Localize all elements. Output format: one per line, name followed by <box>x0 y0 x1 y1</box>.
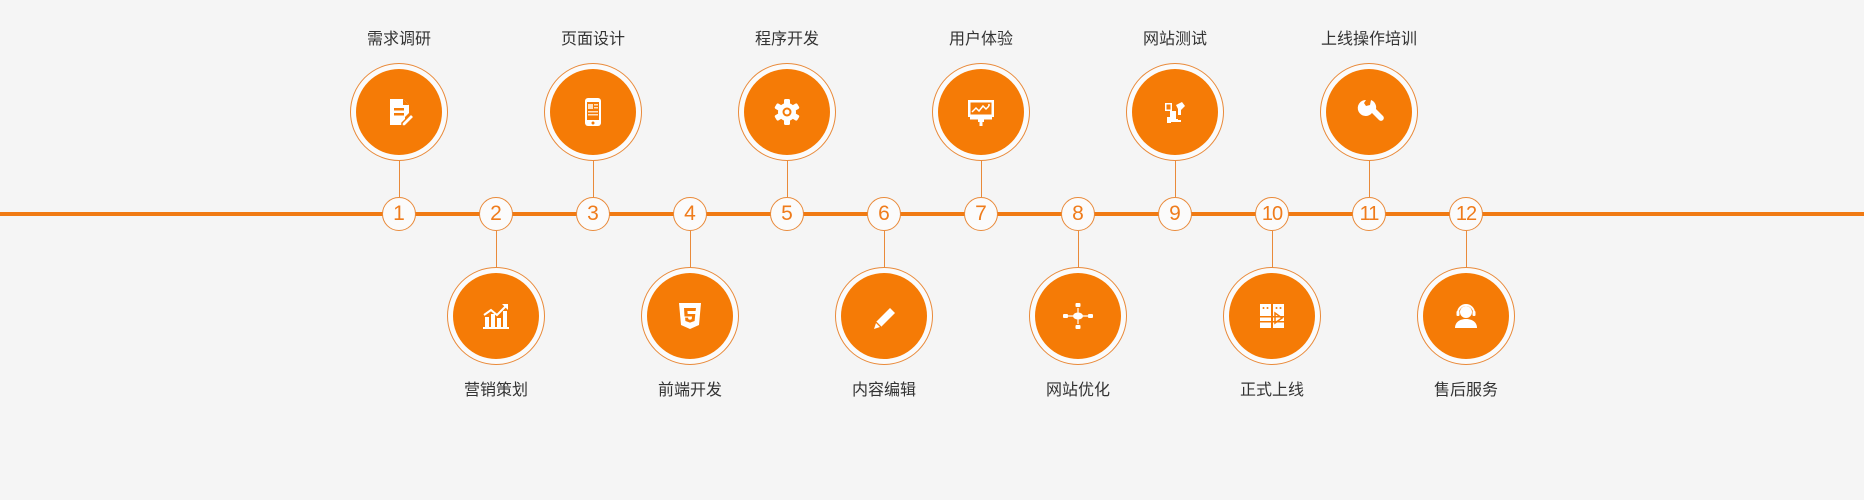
step-label: 内容编辑 <box>851 380 916 399</box>
step-label: 网站测试 <box>1142 29 1207 48</box>
headset-support-icon <box>1455 304 1477 328</box>
step-number: 1 <box>382 197 416 231</box>
step-badge <box>350 63 448 161</box>
connector <box>1077 231 1079 268</box>
step-number: 7 <box>964 197 998 231</box>
document-edit-icon <box>390 99 416 127</box>
step-label: 网站优化 <box>1045 380 1110 399</box>
step-badge <box>835 267 933 365</box>
step-badge <box>1029 267 1127 365</box>
mobile-phone-icon <box>585 98 601 126</box>
connector <box>689 231 691 268</box>
connector <box>1368 160 1370 197</box>
step-label: 需求调研 <box>366 29 431 48</box>
server-launch-icon <box>1260 304 1284 328</box>
step-number: 6 <box>867 197 901 231</box>
connector <box>1271 231 1273 268</box>
step-label: 正式上线 <box>1239 380 1304 399</box>
presentation-board-icon <box>968 100 994 126</box>
step-number: 9 <box>1158 197 1192 231</box>
step-number: 8 <box>1061 197 1095 231</box>
step-label: 售后服务 <box>1433 380 1498 399</box>
step-badge <box>932 63 1030 161</box>
network-nodes-icon <box>1063 303 1093 329</box>
connector <box>495 231 497 268</box>
step-badge <box>641 267 739 365</box>
step-label: 上线操作培训 <box>1320 29 1417 48</box>
testing-tools-icon <box>1165 102 1185 123</box>
connector <box>1465 231 1467 268</box>
step-badge <box>544 63 642 161</box>
step-badge <box>1223 267 1321 365</box>
step-badge <box>1320 63 1418 161</box>
step-badge <box>1126 63 1224 161</box>
step-number: 3 <box>576 197 610 231</box>
step-badge <box>738 63 836 161</box>
growth-chart-icon <box>483 304 509 329</box>
step-number: 11 <box>1352 197 1386 231</box>
gear-icon <box>774 99 800 125</box>
connector <box>398 160 400 197</box>
pencil-icon <box>874 308 895 329</box>
step-label: 用户体验 <box>948 29 1013 48</box>
connector <box>883 231 885 268</box>
step-number: 2 <box>479 197 513 231</box>
step-label: 前端开发 <box>657 380 722 399</box>
step-badge <box>1417 267 1515 365</box>
step-number: 4 <box>673 197 707 231</box>
html5-icon <box>679 303 701 329</box>
connector <box>592 160 594 197</box>
step-number: 10 <box>1255 197 1289 231</box>
connector <box>786 160 788 197</box>
timeline-line <box>0 212 1864 216</box>
connector <box>980 160 982 197</box>
wrench-icon <box>1357 99 1384 121</box>
step-badge <box>447 267 545 365</box>
step-label: 页面设计 <box>560 29 625 48</box>
step-label: 营销策划 <box>463 380 528 399</box>
step-number: 12 <box>1449 197 1483 231</box>
step-label: 程序开发 <box>754 29 819 48</box>
step-number: 5 <box>770 197 804 231</box>
connector <box>1174 160 1176 197</box>
